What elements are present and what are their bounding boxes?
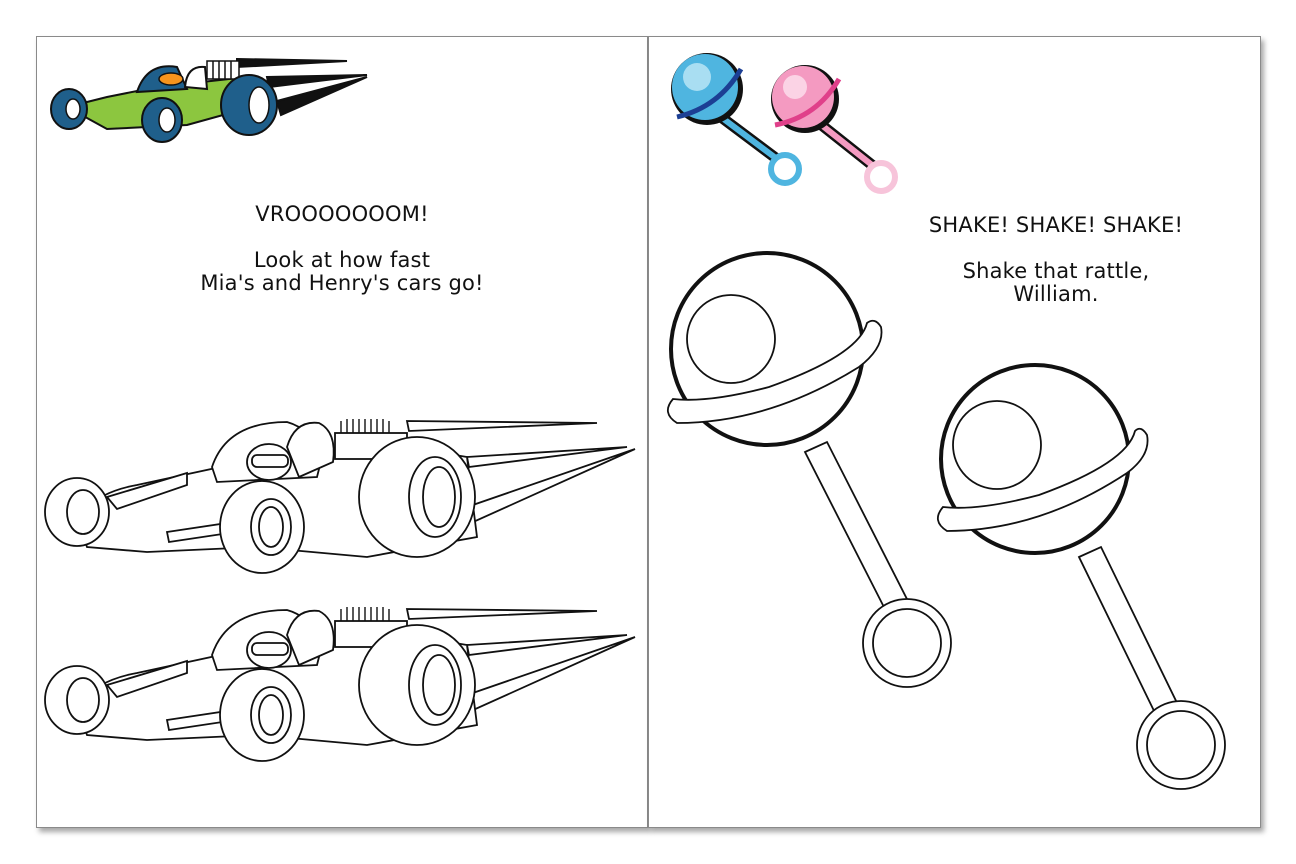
left-body-line-1: Look at how fast — [253, 248, 431, 272]
right-heading: SHAKE! SHAKE! SHAKE! — [928, 213, 1184, 237]
left-caption: VROOOOOOOM! Look at how fast Mia's and H… — [117, 203, 567, 295]
right-caption: SHAKE! SHAKE! SHAKE! Shake that rattle, … — [871, 214, 1241, 306]
rattle-outline-left — [667, 251, 952, 688]
left-page: VROOOOOOOM! Look at how fast Mia's and H… — [36, 36, 648, 828]
right-page: SHAKE! SHAKE! SHAKE! Shake that rattle, … — [648, 36, 1261, 828]
race-car-outline-bottom — [44, 607, 636, 762]
right-body-line-1: Shake that rattle, — [962, 259, 1150, 283]
race-car-outline-top — [44, 419, 636, 574]
rattles-color-icon — [671, 53, 898, 194]
left-heading: VROOOOOOOM! — [255, 202, 429, 226]
left-body-line-2: Mia's and Henry's cars go! — [200, 271, 484, 295]
right-body-line-2: William. — [1013, 282, 1099, 306]
race-car-color-icon — [50, 57, 368, 143]
rattle-outline-right — [937, 363, 1226, 790]
